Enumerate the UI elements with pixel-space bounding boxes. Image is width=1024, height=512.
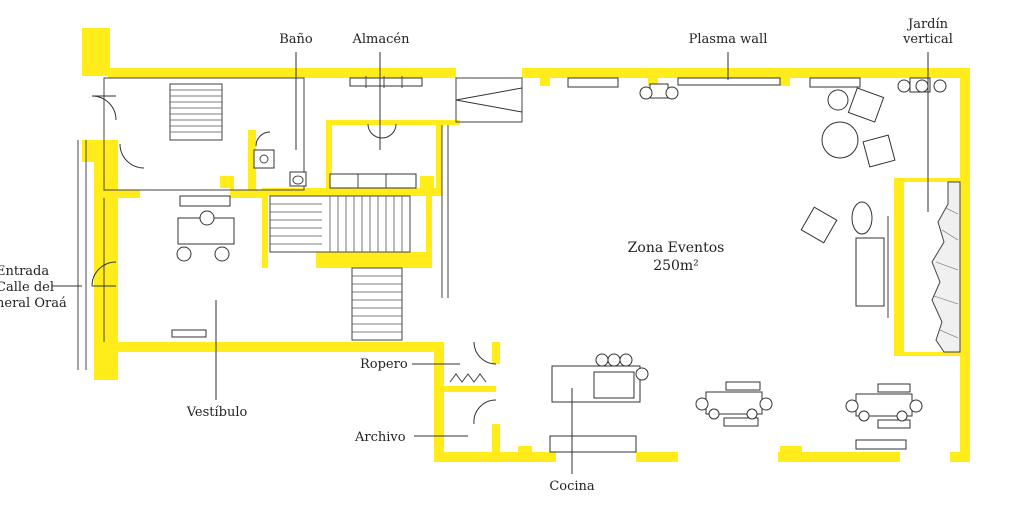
label-jardin-vertical-2: vertical bbox=[902, 32, 953, 47]
label-almacen: Almacén bbox=[352, 32, 411, 47]
label-archivo: Archivo bbox=[354, 430, 406, 445]
stairs-lower bbox=[351, 267, 403, 341]
vestibule-furniture bbox=[171, 195, 235, 338]
events-furniture bbox=[449, 77, 947, 453]
vertical-garden bbox=[931, 181, 961, 353]
label-ropero: Ropero bbox=[360, 357, 408, 372]
label-zona-eventos-1: Zona Eventos bbox=[628, 240, 725, 256]
openings bbox=[140, 66, 950, 464]
stairs-top bbox=[169, 83, 223, 141]
thin-walls bbox=[77, 77, 523, 370]
label-entrada-1: Entrada bbox=[0, 264, 49, 279]
label-cocina: Cocina bbox=[549, 479, 595, 494]
labels: Baño Almacén Plasma wall Jardín vertical… bbox=[0, 17, 953, 494]
label-bano: Baño bbox=[279, 32, 313, 47]
bathroom-fixtures bbox=[253, 149, 307, 187]
storage-shelves bbox=[329, 76, 423, 189]
label-entrada-2: Calle del bbox=[0, 280, 54, 295]
label-entrada-3: neral Oraá bbox=[0, 296, 67, 311]
label-jardin-vertical-1: Jardín bbox=[906, 17, 949, 32]
label-zona-eventos-2: 250m² bbox=[653, 258, 699, 274]
leader-lines bbox=[52, 52, 929, 474]
label-vestibulo: Vestíbulo bbox=[186, 405, 248, 420]
label-plasma-wall: Plasma wall bbox=[689, 32, 768, 47]
stairs-middle bbox=[269, 195, 411, 253]
